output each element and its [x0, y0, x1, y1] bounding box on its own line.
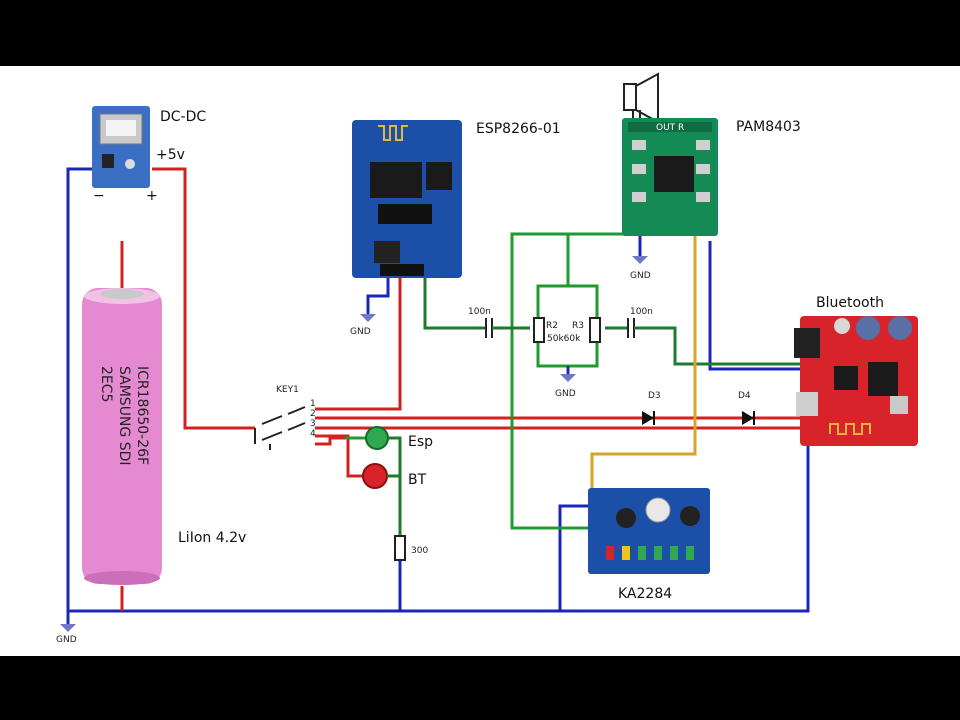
- r3-label: R3: [572, 321, 584, 331]
- power-wire-switch-4: [315, 434, 375, 478]
- potentiometer-r3: [589, 317, 601, 343]
- bt-led: [362, 463, 388, 489]
- diode-d4: [742, 411, 755, 425]
- cap-right-label: 100n: [630, 307, 653, 317]
- potentiometer-r2: [533, 317, 545, 343]
- gnd-symbol-pot: [560, 374, 576, 382]
- esp-led-label: Esp: [408, 434, 433, 450]
- gnd-symbol-pam: [632, 236, 648, 264]
- gnd-label-esp: GND: [350, 327, 371, 337]
- minus-label: −: [93, 188, 105, 204]
- switch-pin-4: 4: [310, 429, 316, 439]
- r2-label: R2: [546, 321, 558, 331]
- ka2284-label: KA2284: [618, 586, 672, 602]
- diode-d3: [642, 411, 655, 425]
- switch-key1: [254, 406, 306, 450]
- pam-label: PAM8403: [736, 119, 801, 135]
- switch-pin-1: 1: [310, 399, 316, 409]
- gnd-symbol-main: [60, 611, 76, 632]
- ground-wire-ka: [558, 504, 590, 611]
- battery-cell: [82, 288, 162, 585]
- esp-audio-wire: [423, 278, 470, 330]
- schematic-canvas: DC-DC +5v − + ICR18650-26F SAMSUNG SDI 2…: [0, 66, 960, 656]
- plus-label: +: [146, 188, 158, 204]
- pot-value-label: 50k60k: [547, 334, 581, 344]
- power-wire-battery: [152, 167, 255, 430]
- dcdc-label: DC-DC: [160, 109, 206, 125]
- ground-wire-left: [66, 167, 100, 611]
- cap-left-label: 100n: [468, 307, 491, 317]
- liion-label: LiIon 4.2v: [178, 530, 246, 546]
- gnd-label-pam: GND: [630, 271, 651, 281]
- switch-pin-2: 2: [310, 409, 316, 419]
- led-common-wire: [388, 436, 402, 536]
- power-wire-switch-1: [315, 278, 402, 411]
- ground-wire-esp: [366, 276, 390, 314]
- switch-pin-3: 3: [310, 419, 316, 429]
- schematic-diagram: DC-DC +5v − + ICR18650-26F SAMSUNG SDI 2…: [56, 72, 918, 645]
- bt-led-label: BT: [408, 472, 427, 488]
- plus5v-label: +5v: [156, 147, 185, 163]
- dcdc-module: [92, 106, 150, 188]
- gnd-label-main: GND: [56, 635, 77, 645]
- bluetooth-label: Bluetooth: [816, 295, 884, 311]
- bluetooth-module: [794, 316, 918, 446]
- capacitor-right: [605, 318, 640, 338]
- esp-led: [365, 426, 389, 450]
- capacitor-left: [470, 318, 530, 338]
- resistor-300-label: 300: [411, 546, 428, 556]
- battery-maker: SAMSUNG SDI: [116, 366, 132, 466]
- ka2284-module: [588, 488, 710, 574]
- speaker-icon: [623, 72, 659, 124]
- pam8403-module: [622, 118, 718, 236]
- esp-module-label: ESP8266-01: [476, 121, 561, 137]
- resistor-300: [394, 535, 406, 561]
- ground-wire-pam: [708, 241, 800, 371]
- pam-input-wire: [510, 232, 642, 530]
- key1-label: KEY1: [276, 385, 299, 395]
- gnd-label-pot: GND: [555, 389, 576, 399]
- ka-input-wire: [590, 236, 697, 491]
- battery-code: 2EC5: [98, 366, 114, 402]
- d4-label: D4: [738, 391, 751, 401]
- battery-model: ICR18650-26F: [134, 366, 150, 465]
- esp8266-module: [352, 120, 462, 278]
- gnd-symbol-esp: [360, 314, 376, 322]
- pam-out-label: OUT R: [656, 123, 684, 133]
- pot-bus-wire: [536, 234, 599, 368]
- ground-wire-bottom: [68, 446, 810, 613]
- battery-print: ICR18650-26F SAMSUNG SDI 2EC5: [98, 366, 150, 466]
- bt-audio-wire: [640, 326, 800, 366]
- d3-label: D3: [648, 391, 661, 401]
